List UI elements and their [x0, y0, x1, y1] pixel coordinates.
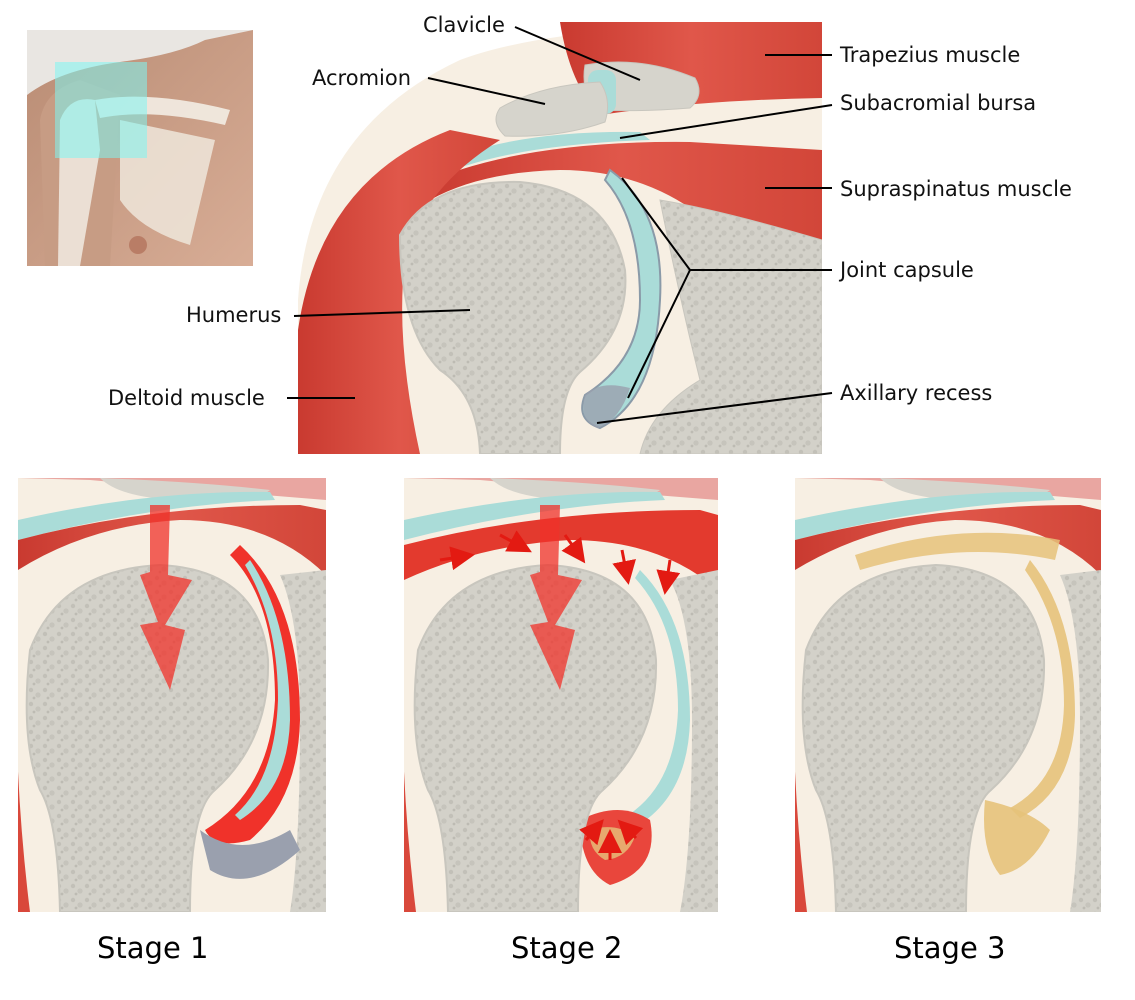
stage-2-panel — [404, 478, 718, 912]
adhesion-recess — [984, 800, 1050, 875]
stage-3-panel — [795, 478, 1101, 912]
acromion-bone — [495, 81, 609, 137]
stage-1-panel — [18, 478, 326, 912]
axillary-recess — [583, 385, 630, 428]
label-joint-capsule: Joint capsule — [838, 258, 974, 282]
label-acromion: Acromion — [312, 66, 411, 90]
stage-2-label: Stage 2 — [511, 931, 622, 965]
inflamed-synovium — [404, 510, 718, 590]
deltoid-muscle — [298, 130, 500, 454]
shoulder-location-inset — [27, 30, 253, 266]
stage-1-label: Stage 1 — [97, 931, 208, 965]
main-anatomy-panel — [298, 22, 822, 454]
label-axillary-recess: Axillary recess — [840, 381, 992, 405]
joint-capsule — [581, 168, 662, 430]
label-deltoid: Deltoid muscle — [108, 386, 265, 410]
humerus-bone — [398, 180, 627, 454]
inflammation-arrows — [439, 530, 681, 860]
fibrotic-capsule — [855, 532, 1060, 570]
pain-bolt-icon — [530, 505, 582, 690]
label-subacromial-bursa: Subacromial bursa — [840, 91, 1036, 115]
pain-bolt-icon — [140, 505, 192, 690]
label-trapezius: Trapezius muscle — [839, 43, 1020, 67]
label-humerus: Humerus — [186, 303, 281, 327]
leader-lines — [287, 26, 833, 424]
label-clavicle: Clavicle — [423, 13, 505, 37]
label-supraspinatus: Supraspinatus muscle — [840, 177, 1072, 201]
stage-3-label: Stage 3 — [894, 931, 1005, 965]
highlighted-region — [55, 62, 147, 158]
